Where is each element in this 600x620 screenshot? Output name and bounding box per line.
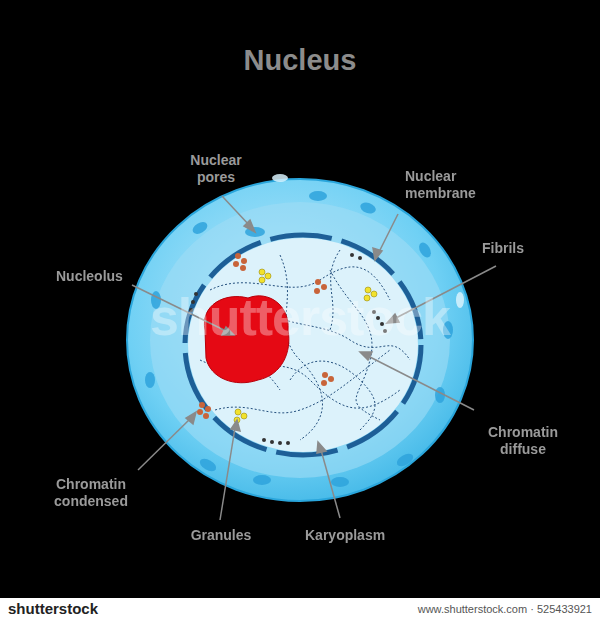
part-label: Nuclear pores bbox=[176, 152, 256, 186]
part-label: Nuclear membrane bbox=[405, 168, 495, 202]
watermark-logo: shutterstock bbox=[8, 600, 148, 618]
part-label: Nucleolus bbox=[56, 268, 146, 285]
part-label: Granules bbox=[176, 527, 266, 544]
part-label: Chromatin diffuse bbox=[478, 424, 568, 458]
part-label: Chromatin condensed bbox=[36, 476, 146, 510]
watermark-id: www.shutterstock.com · 525433921 bbox=[330, 602, 592, 616]
diagram-title: Nucleus bbox=[0, 44, 600, 77]
watermark: shutterstock bbox=[120, 290, 480, 345]
part-label: Karyoplasm bbox=[305, 527, 405, 544]
part-label: Fibrils bbox=[482, 240, 562, 257]
